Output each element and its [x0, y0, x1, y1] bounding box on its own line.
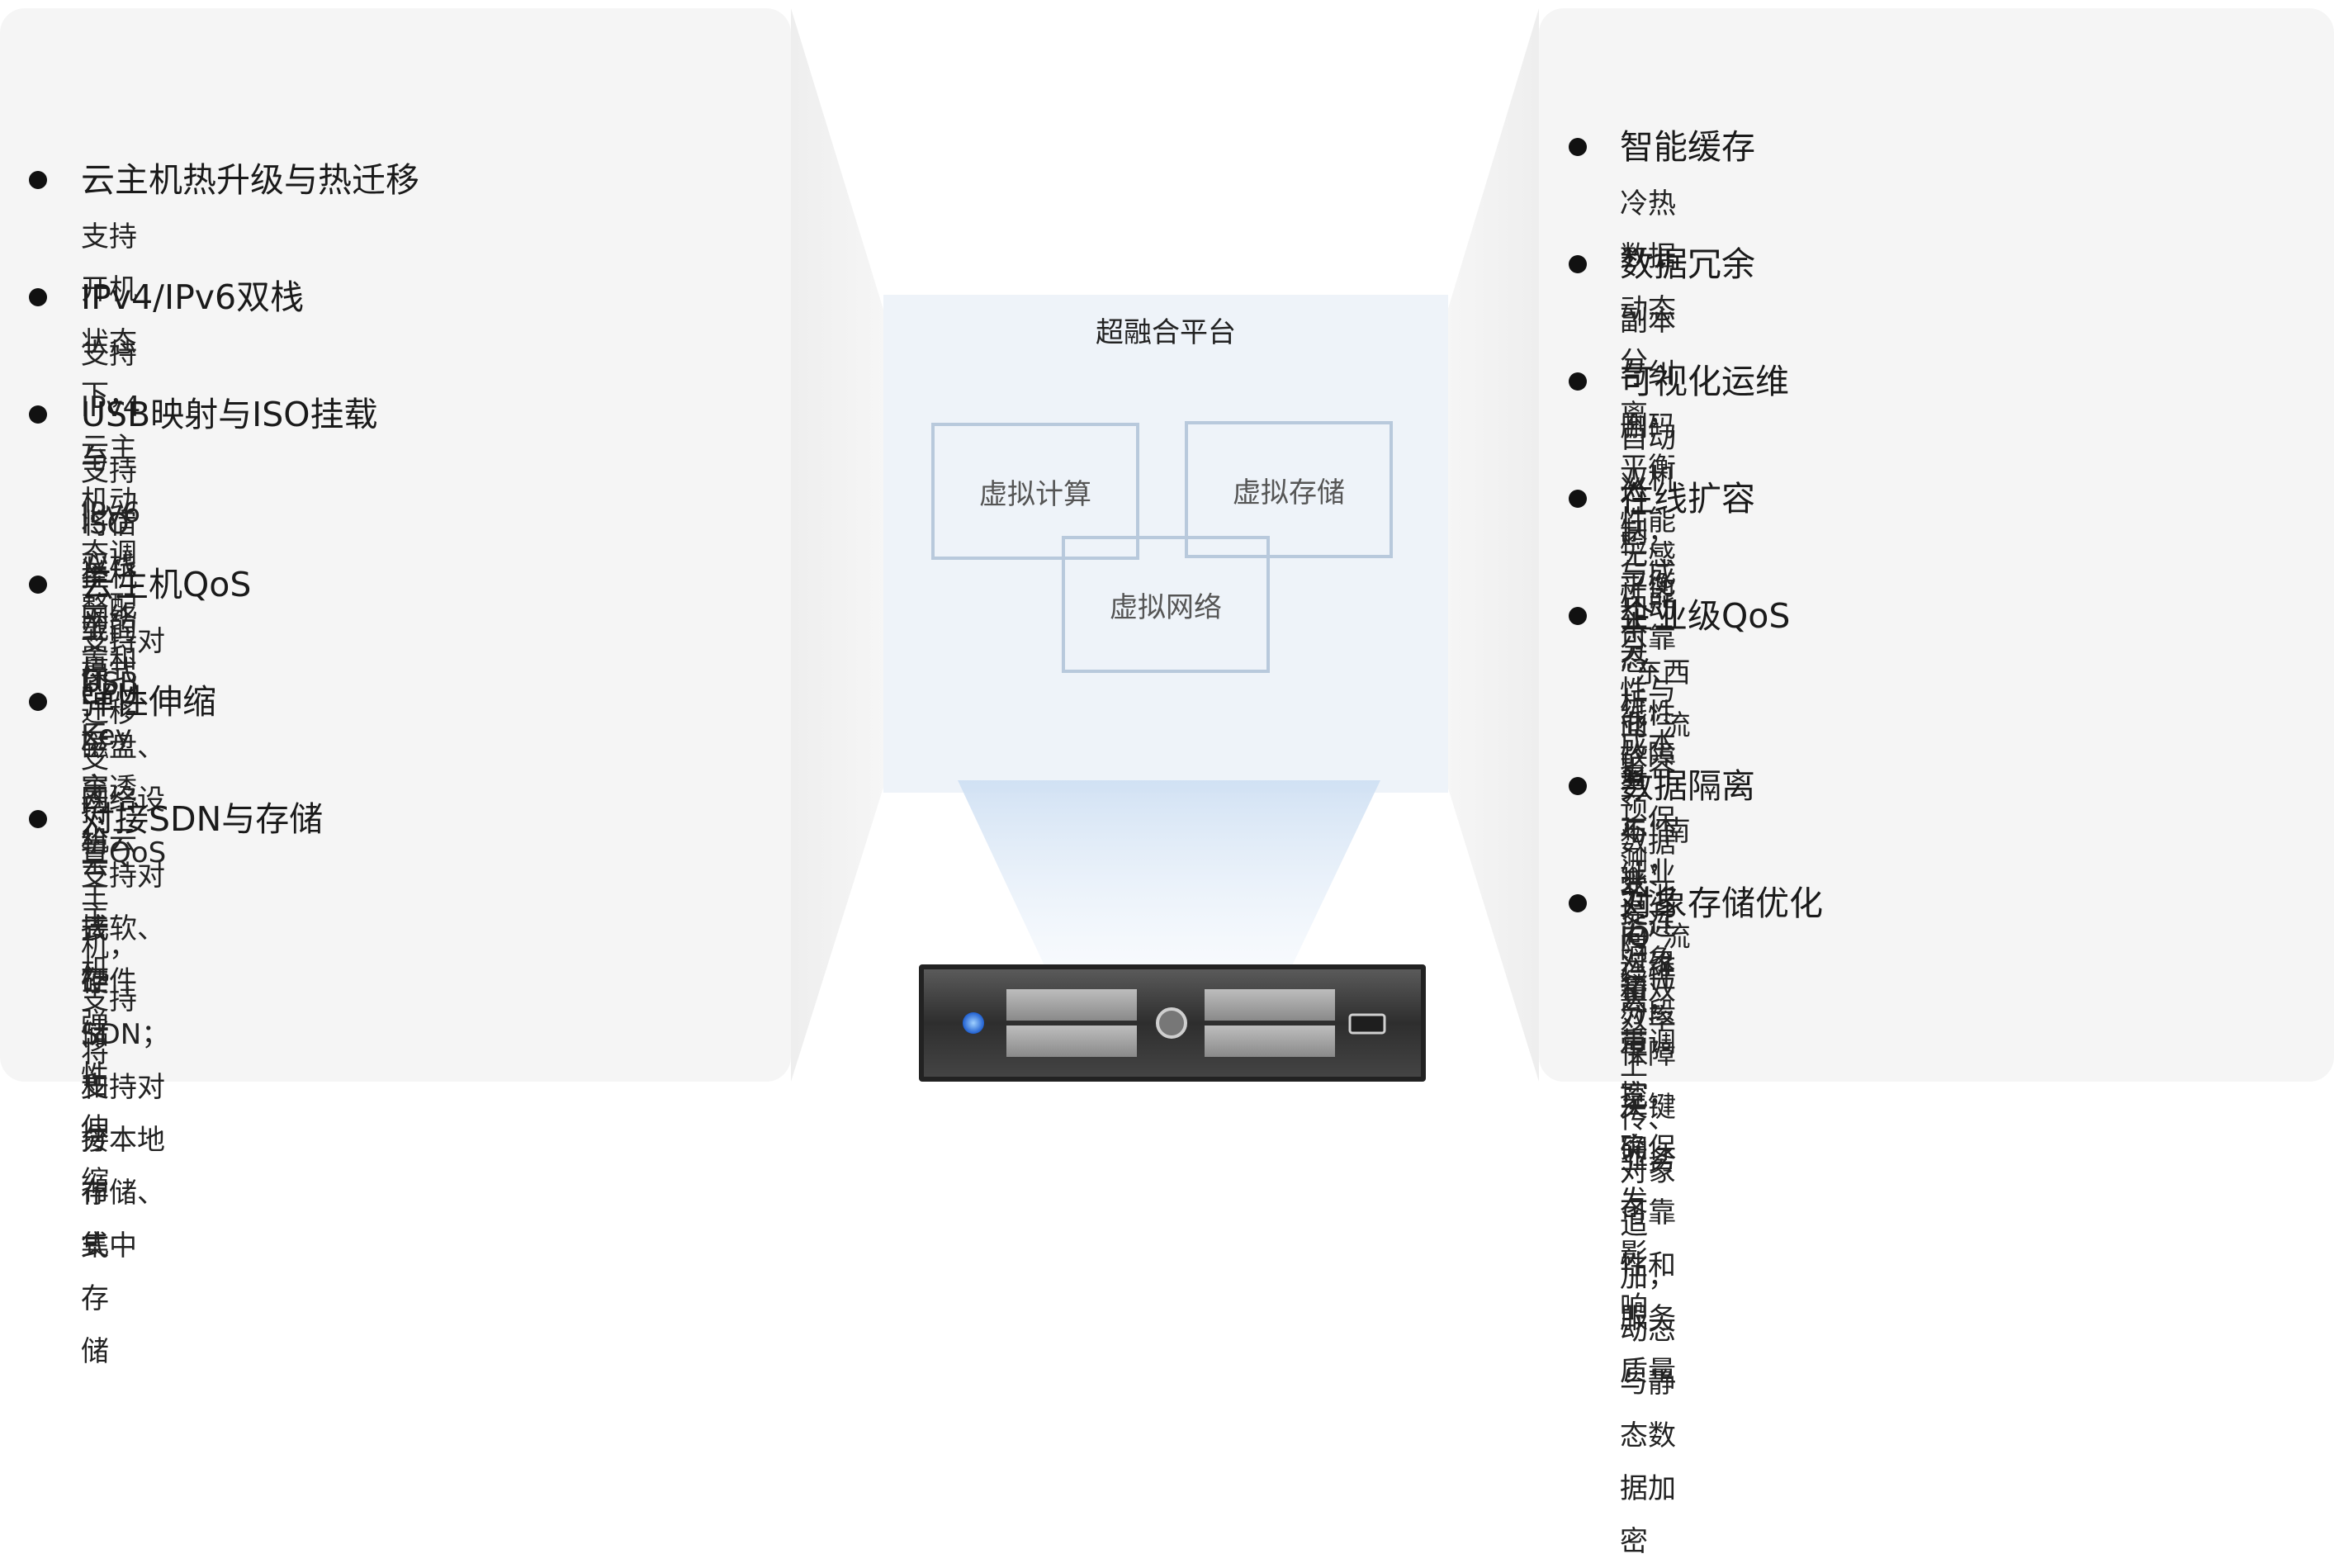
feature-description: 支持对CPU、磁盘、网络设置QoS	[81, 625, 167, 869]
platform-title: 超融合平台	[1096, 316, 1236, 349]
bullet-dot	[1569, 490, 1587, 508]
feature-description: 无感知动态、线性扩容 ，保证业务连续性	[1620, 539, 1676, 995]
left-feature-panel	[0, 8, 791, 1082]
feature-description: 副本与纠删码双机制，平衡可靠性与成本	[1620, 305, 1676, 760]
bullet-dot	[29, 171, 47, 189]
feature-title: 数据冗余	[1620, 244, 1755, 284]
feature-title: 对象存储优化	[1620, 883, 1823, 923]
bullet-dot	[1569, 607, 1587, 625]
bullet-dot	[1569, 255, 1587, 273]
bullet-dot	[29, 405, 47, 424]
feature-title: 数据隔离	[1620, 766, 1755, 806]
feature-title: 云主机QoS	[81, 565, 252, 604]
feature-title: 对接SDN与存储	[81, 799, 324, 839]
feature-title: 在线扩容	[1620, 479, 1755, 519]
feature-description: 冷热数据动态分离，平衡性能与成本	[1620, 187, 1676, 643]
feature-title: 弹性伸缩	[81, 682, 216, 722]
bullet-dot	[29, 693, 47, 711]
projection-beam	[958, 780, 1380, 974]
feature-title: 云主机热升级与热迁移	[81, 160, 419, 200]
module-network-label: 虚拟网络	[1110, 590, 1222, 624]
feature-description: 支持IPv4与IPv6双栈网络模式	[81, 338, 141, 688]
feature-title: 企业级QoS	[1620, 596, 1791, 636]
bullet-dot	[1569, 372, 1587, 391]
feature-description: 对象分段上传、对象追加，动态与静态数据加密	[1620, 944, 1676, 1558]
feature-description: 支持将宿主机上的USB Key穿透给云主机，支持将	[81, 455, 139, 1069]
bullet-dot	[1569, 777, 1587, 795]
feature-title: 可视化运维	[1620, 362, 1789, 401]
left-wedge	[791, 8, 900, 1082]
feature-title: 智能缓存	[1620, 127, 1755, 167]
bullet-dot	[29, 288, 47, 306]
bullet-dot	[1569, 894, 1587, 912]
feature-title: IPv4/IPv6双栈	[81, 277, 305, 317]
module-virtual-compute: 虚拟计算	[931, 423, 1139, 560]
panel-connector-wedges	[791, 8, 1539, 1082]
module-virtual-storage: 虚拟存储	[1185, 421, 1393, 558]
feature-description: 自动巡检、性能分析、故障预测，提升运维效率	[1620, 422, 1676, 1036]
module-storage-label: 虚拟存储	[1233, 476, 1345, 509]
feature-description: 支持开机状态下，云主机动态调整配置和迁移	[81, 220, 137, 729]
feature-description: “东西向”流量与“南北向”流量双重调控，确保	[1620, 656, 1691, 1165]
feature-description: ISO挂载到云主机	[81, 508, 130, 858]
right-wedge	[1432, 8, 1539, 1082]
module-compute-label: 虚拟计算	[979, 477, 1091, 511]
right-feature-panel	[1539, 8, 2334, 1082]
bullet-dot	[1569, 138, 1587, 156]
module-virtual-network: 虚拟网络	[1062, 536, 1270, 673]
platform-box	[883, 295, 1448, 793]
bullet-dot	[29, 810, 47, 828]
feature-title: USB映射与ISO挂载	[81, 395, 378, 434]
feature-description: 式存储和分布式存储	[81, 912, 109, 1368]
bullet-dot	[29, 576, 47, 594]
rack-server-icon	[919, 964, 1426, 1082]
